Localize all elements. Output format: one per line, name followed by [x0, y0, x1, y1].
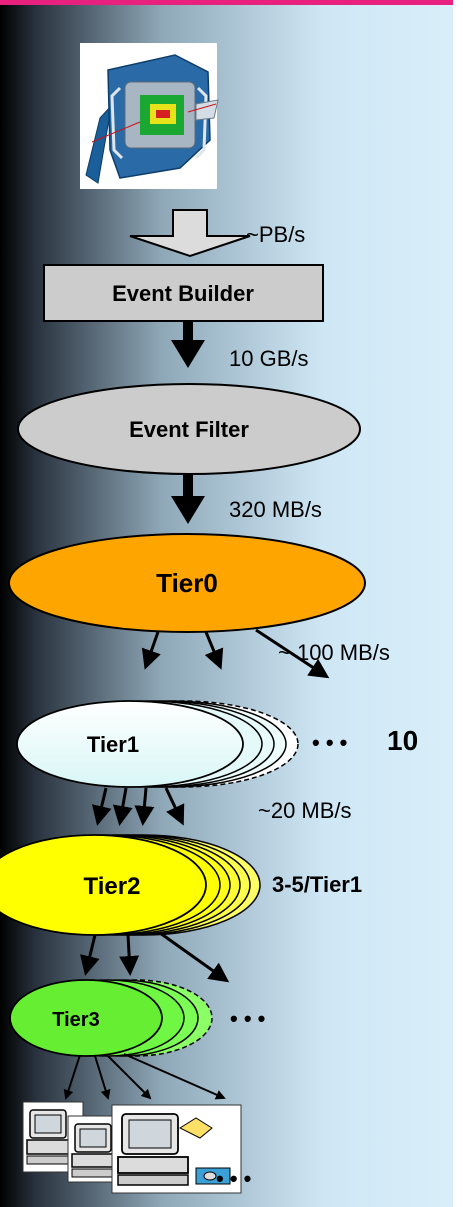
arrow-builder-to-filter — [171, 321, 205, 368]
tier2-stack — [0, 834, 261, 936]
detector-icon — [80, 43, 219, 189]
tier0-label: Tier0 — [156, 568, 218, 598]
arrow-filter-to-tier0 — [171, 475, 205, 524]
tier0-ellipse — [8, 533, 366, 633]
rate-label-detector: ~PB/s — [246, 222, 305, 247]
arrows-tier1-to-tier2 — [91, 787, 185, 826]
data-flow-hollow-arrow — [129, 209, 251, 258]
rate-label-tier1: ~20 MB/s — [258, 798, 352, 823]
tier3-label: Tier3 — [52, 1009, 99, 1031]
event-filter-label: Event Filter — [129, 417, 249, 442]
tier1-count: 10 — [387, 725, 418, 756]
tier2-count: 3-5/Tier1 — [272, 872, 362, 897]
tier3-ellipsis: • • • — [230, 1006, 265, 1031]
tier1-label: Tier1 — [87, 732, 139, 757]
arrows-tier3-to-desktops — [63, 1053, 226, 1100]
tier1-stack — [16, 700, 299, 788]
rate-label-tier0: ~ 100 MB/s — [278, 640, 390, 665]
rate-label-builder: 10 GB/s — [229, 346, 308, 371]
top-accent-bar — [0, 0, 463, 5]
arrows-tier0-to-tier1 — [141, 628, 330, 679]
arrows-tier2-to-tier3 — [80, 931, 230, 983]
tier2-label: Tier2 — [84, 873, 141, 900]
event-filter-ellipse — [17, 383, 361, 475]
tier1-ellipsis: • • • — [312, 730, 347, 755]
event-builder-label: Event Builder — [112, 281, 254, 306]
desktop-computer-icon — [111, 1104, 242, 1194]
rate-label-filter: 320 MB/s — [229, 497, 322, 522]
desktop-ellipsis: • • • — [216, 1166, 251, 1191]
tier3-stack — [9, 979, 213, 1057]
right-margin — [453, 0, 463, 1207]
